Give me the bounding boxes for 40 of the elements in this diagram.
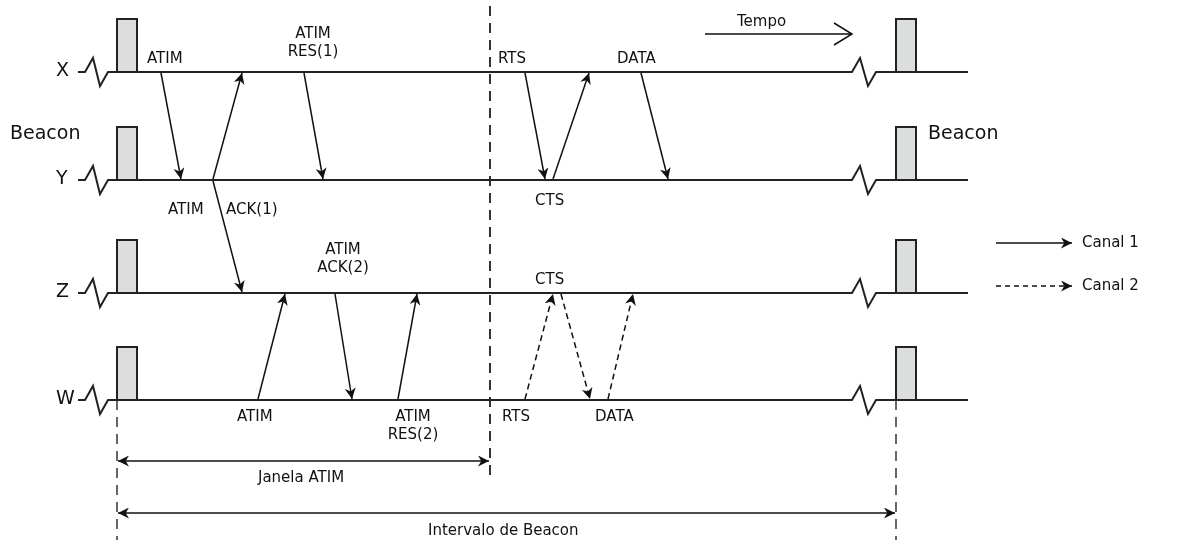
arrow [257, 293, 288, 400]
dimension-label: Janela ATIM [258, 468, 345, 486]
timeline [110, 292, 850, 294]
message-label: DATA [595, 407, 634, 425]
arrow [552, 72, 591, 180]
timeline [110, 399, 850, 401]
dimension-label: Intervalo de Beacon [428, 521, 579, 539]
legend-label: Canal 1 [1082, 233, 1139, 251]
message-label: CTS [535, 191, 565, 209]
message-label: RTS [498, 49, 526, 67]
message-label: ATIM [147, 49, 183, 67]
arrow [397, 293, 421, 400]
arrow [160, 72, 185, 180]
timeline [110, 71, 850, 73]
arrow [334, 293, 356, 400]
arrow [607, 293, 636, 400]
arrow [212, 72, 245, 180]
message-label: ATIM [168, 200, 204, 218]
timeline-label: X [56, 60, 70, 78]
arrow [212, 180, 245, 293]
message-label: CTS [535, 270, 565, 288]
message-label: ATIM RES(1) [286, 24, 340, 60]
timeline-label: W [56, 388, 75, 406]
arrow [524, 293, 556, 400]
arrow [560, 293, 593, 400]
message-label: ATIM [237, 407, 273, 425]
arrow [303, 72, 327, 180]
beacon-label: Beacon [10, 123, 81, 141]
arrow [524, 72, 549, 180]
beacon-label: Beacon [928, 123, 999, 141]
timeline [110, 179, 850, 181]
message-label: ATIM RES(2) [386, 407, 440, 443]
timeline-label: Y [56, 168, 68, 186]
message-label: ATIM ACK(2) [316, 240, 370, 276]
arrow [640, 72, 671, 180]
legend-label: Canal 2 [1082, 276, 1139, 294]
timeline-label: Z [56, 281, 70, 299]
message-label: DATA [617, 49, 656, 67]
message-label: ACK(1) [226, 200, 278, 218]
message-label: RTS [502, 407, 530, 425]
